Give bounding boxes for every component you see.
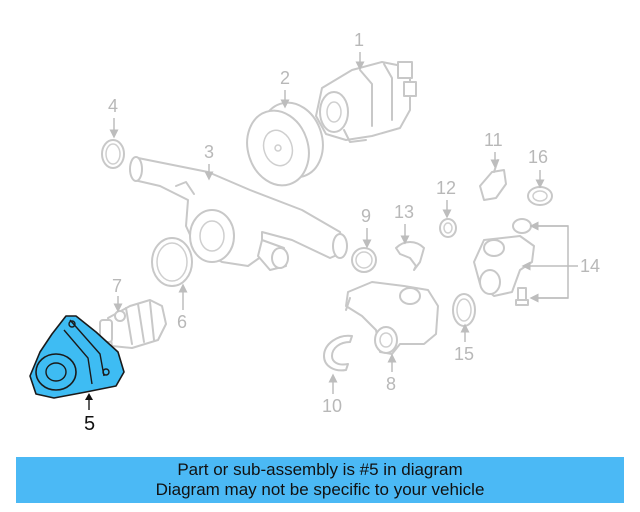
part-9-o-ring[interactable] — [351, 247, 377, 273]
part-13-clip[interactable] — [395, 241, 425, 271]
part-10-clip[interactable] — [323, 334, 353, 372]
callout-6: 6 — [177, 283, 188, 332]
callout-4: 4 — [108, 96, 119, 139]
part-1-water-pump[interactable] — [315, 61, 417, 143]
callout-12: 12 — [436, 178, 456, 219]
callout-14-label: 14 — [580, 256, 600, 276]
part-11-sensor[interactable] — [479, 159, 507, 201]
callout-3-label: 3 — [204, 142, 214, 162]
callout-10: 10 — [322, 373, 342, 416]
parts-diagram: 1 2 4 3 6 — [29, 30, 600, 435]
part-8-connector[interactable] — [345, 281, 439, 355]
caption-line-1: Part or sub-assembly is #5 in diagram — [177, 460, 463, 479]
caption-line-2: Diagram may not be specific to your vehi… — [155, 480, 485, 499]
diagram-caption-banner: Part or sub-assembly is #5 in diagram Di… — [16, 457, 624, 503]
callout-15-label: 15 — [454, 344, 474, 364]
part-4-o-ring[interactable] — [101, 139, 125, 169]
callout-10-label: 10 — [322, 396, 342, 416]
part-16-seal[interactable] — [527, 186, 553, 206]
callout-7: 7 — [112, 276, 123, 313]
callout-1: 1 — [354, 30, 365, 71]
part-5-thermostat-housing[interactable] — [29, 315, 125, 399]
part-6-gasket[interactable] — [151, 237, 193, 287]
callout-12-label: 12 — [436, 178, 456, 198]
callout-3: 3 — [204, 142, 214, 181]
part-3-coolant-housing[interactable] — [129, 156, 348, 271]
callout-9-label: 9 — [361, 206, 371, 226]
callout-9: 9 — [361, 206, 372, 249]
callout-2-label: 2 — [280, 68, 290, 88]
callout-15: 15 — [454, 323, 474, 364]
callout-4-label: 4 — [108, 96, 118, 116]
part-2-pulley[interactable] — [238, 95, 333, 194]
callout-7-label: 7 — [112, 276, 122, 296]
callout-1-label: 1 — [354, 30, 364, 50]
part-14-flange[interactable] — [473, 218, 535, 306]
callout-5-label: 5 — [84, 413, 95, 435]
callout-13-label: 13 — [394, 202, 414, 222]
callout-13: 13 — [394, 202, 414, 245]
part-7-thermostat[interactable] — [99, 299, 167, 349]
callout-16-label: 16 — [528, 147, 548, 167]
callout-8: 8 — [386, 353, 397, 394]
callout-16: 16 — [528, 147, 548, 189]
part-12-seal[interactable] — [439, 218, 457, 238]
callout-11-label: 11 — [484, 130, 503, 150]
callout-2: 2 — [280, 68, 290, 109]
callout-11: 11 — [484, 130, 503, 169]
callout-8-label: 8 — [386, 374, 396, 394]
callout-14: 14 — [521, 221, 600, 303]
part-15-o-ring[interactable] — [452, 293, 476, 327]
callout-5: 5 — [84, 393, 95, 435]
callout-6-label: 6 — [177, 312, 187, 332]
